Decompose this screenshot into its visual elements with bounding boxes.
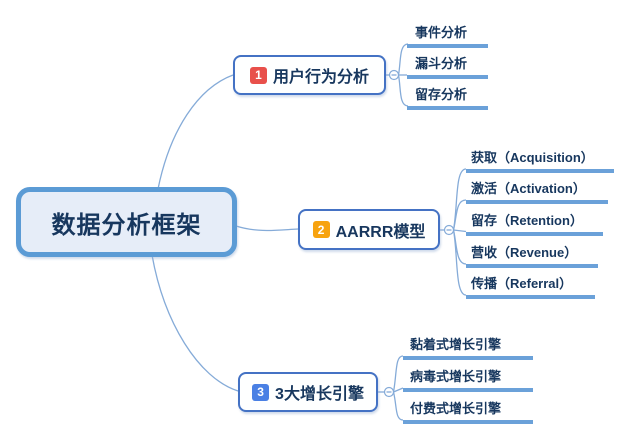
leaf-acquisition[interactable]: 获取（Acquisition） xyxy=(466,149,614,173)
leaf-retention[interactable]: 留存（Retention） xyxy=(466,212,603,236)
connector-root-branch3 xyxy=(151,254,239,392)
connector-b3-child3 xyxy=(392,391,404,421)
leaf-sticky-growth-engine[interactable]: 黏着式增长引擎 xyxy=(403,336,533,360)
leaf-revenue[interactable]: 营收（Revenue） xyxy=(466,244,598,268)
branch-label: AARRR模型 xyxy=(335,223,426,241)
connector-b1-child3 xyxy=(397,74,409,107)
branch-node-growth-engines[interactable]: 3 3大增长引擎 xyxy=(238,372,378,412)
branch-node-aarrr-model[interactable]: 2 AARRR模型 xyxy=(298,209,440,250)
connector-b2-child2 xyxy=(452,199,467,231)
connector-b2-child5 xyxy=(452,229,467,296)
leaf-funnel-analysis[interactable]: 漏斗分析 xyxy=(407,55,488,79)
leaf-activation[interactable]: 激活（Activation） xyxy=(466,180,608,204)
priority-badge-2: 2 xyxy=(312,221,330,238)
connector-root-branch2 xyxy=(235,225,299,232)
connector-root-branch1 xyxy=(157,74,234,190)
collapse-toggle-branch2[interactable] xyxy=(443,224,455,236)
connector-b3-child1 xyxy=(392,355,404,393)
leaf-referral[interactable]: 传播（Referral） xyxy=(466,275,595,299)
leaf-viral-growth-engine[interactable]: 病毒式增长引擎 xyxy=(403,368,533,392)
priority-badge-3: 3 xyxy=(252,383,270,401)
leaf-event-analysis[interactable]: 事件分析 xyxy=(407,24,488,48)
connector-b2-child3 xyxy=(453,229,467,233)
leaf-retention-analysis[interactable]: 留存分析 xyxy=(407,86,488,110)
leaf-paid-growth-engine[interactable]: 付费式增长引擎 xyxy=(403,400,533,424)
branch-label: 用户行为分析 xyxy=(272,69,369,86)
collapse-toggle-branch1[interactable] xyxy=(388,69,400,81)
priority-badge-1: 1 xyxy=(249,66,267,84)
root-label: 数据分析框架 xyxy=(51,211,202,239)
branch-node-user-behavior[interactable]: 1 用户行为分析 xyxy=(233,55,386,95)
root-node[interactable]: 数据分析框架 xyxy=(16,187,237,257)
connector-b1-child1 xyxy=(397,43,409,76)
connector-b3-child2 xyxy=(393,387,404,393)
branch-label: 3大增长引擎 xyxy=(275,386,364,403)
collapse-toggle-branch3[interactable] xyxy=(383,386,395,398)
